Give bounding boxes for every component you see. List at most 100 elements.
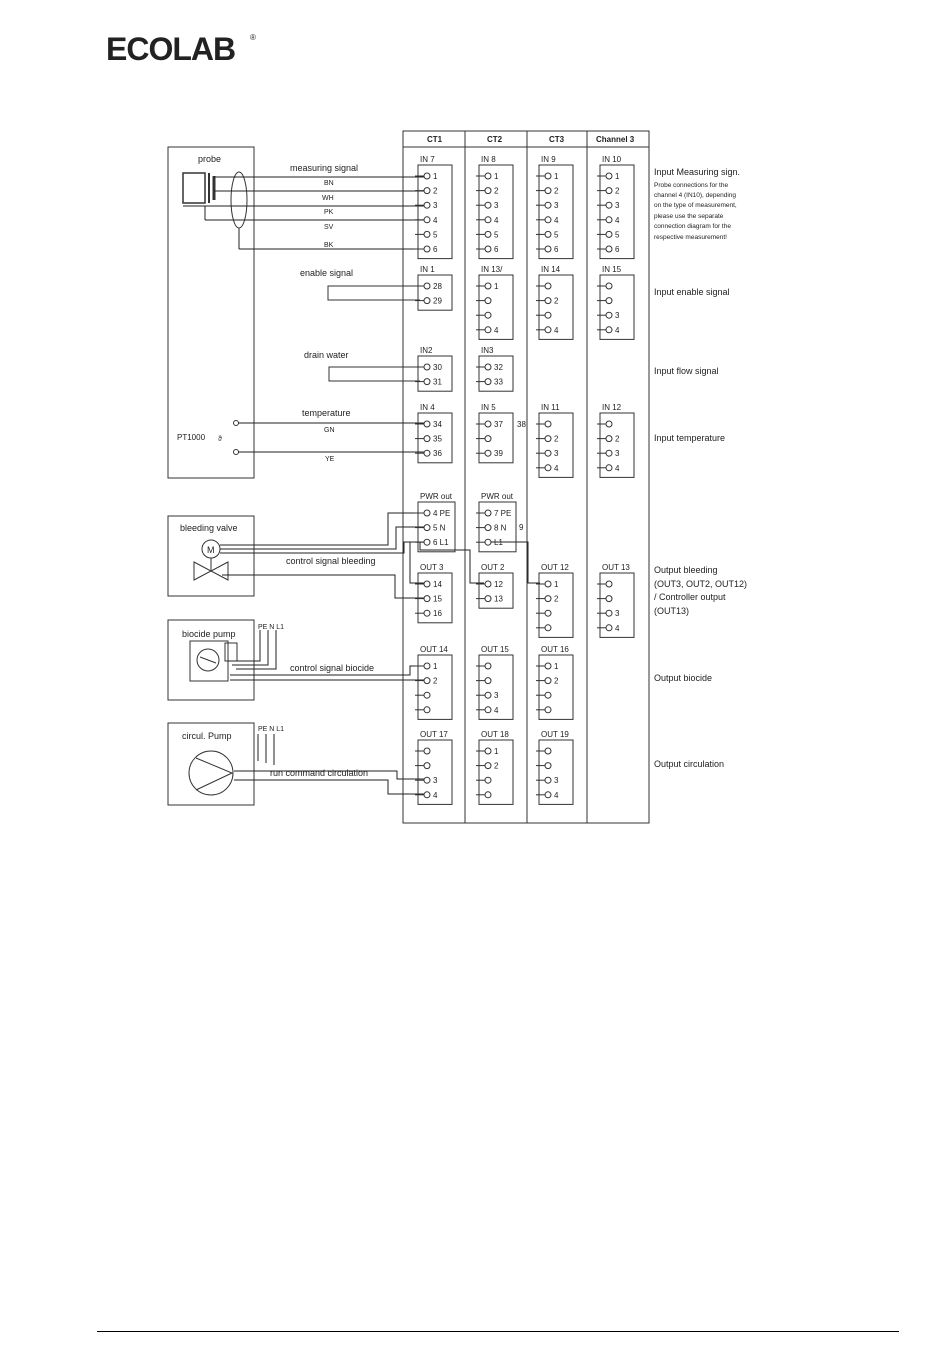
terminal-point [484, 216, 492, 224]
terminal-point [544, 326, 552, 334]
pe-n-l1-biocide: PE N L1 [258, 624, 284, 631]
terminal-number: 5 [433, 230, 438, 239]
terminal-point [544, 311, 552, 319]
terminal-block-r1-0 [417, 164, 453, 260]
terminal-point [423, 216, 431, 224]
wire-pk: PK [324, 209, 334, 216]
terminal-number: 30 [433, 363, 442, 372]
terminal-point [605, 326, 613, 334]
terminal-number: 31 [433, 378, 442, 387]
terminal-point [544, 464, 552, 472]
terminal-number: 1 [554, 172, 559, 181]
terminal-point [605, 216, 613, 224]
terminal-point [605, 187, 613, 195]
terminal-point [484, 420, 492, 428]
terminal-point [423, 691, 431, 699]
block-label-r2-3: IN 15 [602, 265, 622, 274]
terminal-point [605, 245, 613, 253]
terminal-point [423, 230, 431, 238]
pt1000-label: PT1000 [177, 433, 206, 442]
terminal-point [423, 201, 431, 209]
terminal-block-r4-2 [538, 412, 574, 478]
terminal-point [544, 706, 552, 714]
terminal-number: 14 [433, 580, 442, 589]
terminal-point [423, 297, 431, 305]
terminal-point [484, 435, 492, 443]
terminal-block-r6-0 [417, 654, 453, 720]
terminal-point [484, 706, 492, 714]
terminal-number: 12 [494, 580, 503, 589]
block-label-r7-2: OUT 19 [541, 730, 569, 739]
terminal-block-r2-3 [599, 274, 635, 340]
terminal-number: 2 [494, 187, 499, 196]
terminal-point [423, 449, 431, 457]
terminal-table-frame [402, 130, 650, 824]
terminal-block-r1-3 [599, 164, 635, 260]
control-bleeding-label: control signal bleeding [286, 556, 376, 566]
bleeding-valve-label: bleeding valve [180, 523, 238, 533]
terminal-number: 4 [554, 216, 559, 225]
terminal-number: 4 [554, 791, 559, 800]
block-label-r5-2: OUT 12 [541, 563, 569, 572]
terminal-point [484, 677, 492, 685]
terminal-number: 36 [433, 449, 442, 458]
wire-bk: BK [324, 242, 334, 249]
terminal-point [544, 297, 552, 305]
drain-water-label: drain water [304, 350, 349, 360]
desc-measuring-note-1: Probe connections for the [654, 182, 728, 189]
terminal-point [423, 172, 431, 180]
measuring-signal-label: measuring signal [290, 163, 358, 173]
terminal-number: 3 [494, 691, 499, 700]
desc-bleeding-3: / Controller output [654, 592, 726, 602]
terminal-point [484, 449, 492, 457]
terminal-point [484, 363, 492, 371]
terminal-number: 3 [615, 449, 620, 458]
column-ct1: CT1 [427, 135, 443, 144]
terminal-point [544, 201, 552, 209]
terminal-point [605, 609, 613, 617]
desc-bleeding-2: (OUT3, OUT2, OUT12) [654, 579, 747, 589]
terminal-point [544, 791, 552, 799]
pe-n-l1-circul: PE N L1 [258, 726, 284, 733]
wire-ye: YE [325, 456, 335, 463]
terminal-number: 28 [433, 282, 442, 291]
terminal-block-r5-3 [599, 572, 635, 638]
terminal-point [423, 378, 431, 386]
terminal-point [484, 538, 492, 546]
block-label-r1-2: IN 9 [541, 155, 556, 164]
terminal-number: 13 [494, 595, 503, 604]
terminal-number: 2 [494, 762, 499, 771]
terminal-block-r4-1 [478, 412, 514, 464]
terminal-number: 3 [554, 449, 559, 458]
terminal-number: 39 [494, 449, 503, 458]
block-label-r2-2: IN 14 [541, 265, 561, 274]
terminal-number: 5 N [433, 524, 446, 533]
terminal-point [484, 297, 492, 305]
desc-circulation: Output circulation [654, 759, 724, 769]
terminal-block-r2-0 [417, 274, 453, 311]
terminal-point [605, 230, 613, 238]
terminal-block-r7-2 [538, 739, 574, 805]
run-circulation-label: run command circulation [270, 768, 368, 778]
terminal-point [544, 230, 552, 238]
block-label-r1-3: IN 10 [602, 155, 622, 164]
block-label-r1-1: IN 8 [481, 155, 496, 164]
terminal-point [423, 609, 431, 617]
terminal-point [544, 595, 552, 603]
terminal-point [423, 595, 431, 603]
terminal-number: 4 [554, 326, 559, 335]
terminal-point [423, 420, 431, 428]
terminal-point [605, 435, 613, 443]
terminal-number: 15 [433, 595, 442, 604]
control-biocide-label: control signal biocide [290, 663, 374, 673]
terminal-point [605, 311, 613, 319]
terminal-number: 4 [554, 464, 559, 473]
terminal-number: 1 [433, 172, 438, 181]
terminal-number: 2 [554, 297, 559, 306]
biocide-pump-label: biocide pump [182, 629, 236, 639]
terminal-point [605, 624, 613, 632]
logo-registered-mark: ® [250, 33, 256, 42]
desc-measuring-note-6: respective measurement! [654, 234, 727, 241]
terminal-number: 35 [433, 435, 442, 444]
terminal-block-r7-0 [417, 739, 453, 805]
